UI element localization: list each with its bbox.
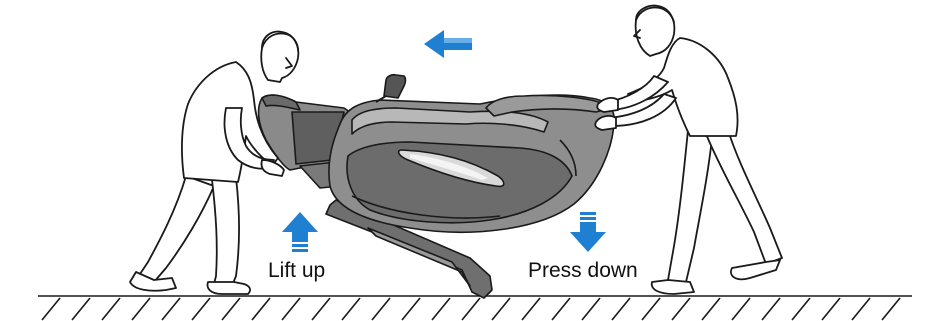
arrow-down-icon	[570, 212, 606, 252]
lift-up-label: Lift up	[268, 260, 325, 281]
floor-hatching	[42, 298, 900, 320]
right-person	[595, 6, 782, 294]
press-down-label: Press down	[528, 260, 638, 281]
floor	[38, 296, 912, 320]
arrow-up-icon	[282, 212, 318, 252]
chair-remote	[384, 75, 406, 98]
arrow-left-icon	[424, 30, 472, 58]
left-person	[130, 32, 298, 294]
